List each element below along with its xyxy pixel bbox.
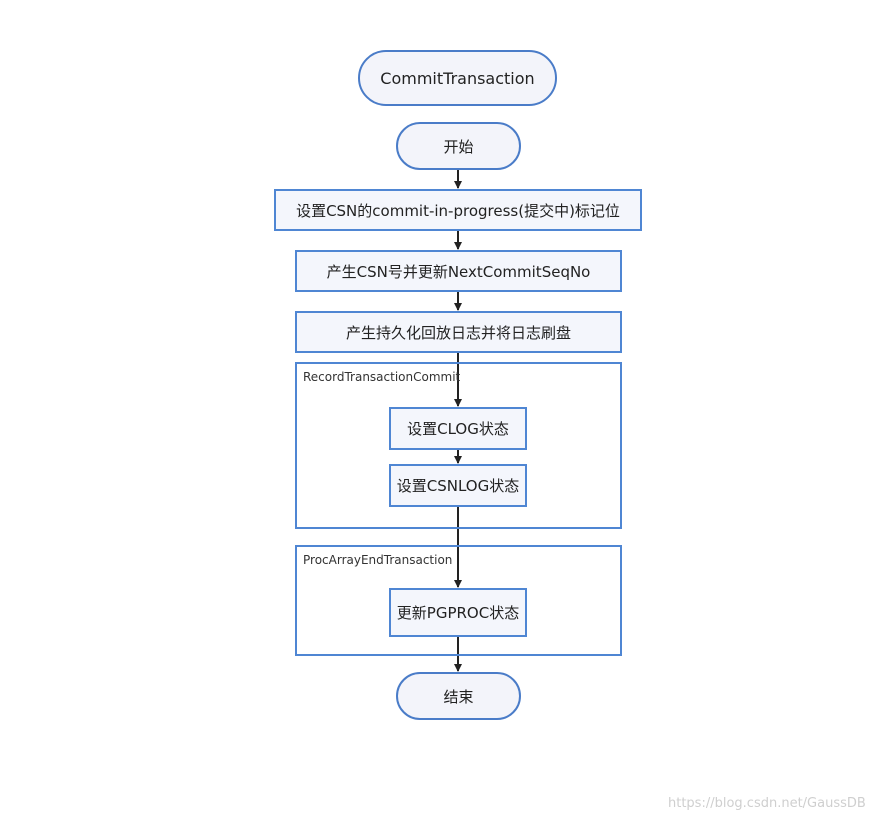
group-label-proc-array-end-transaction: ProcArrayEndTransaction xyxy=(303,553,453,567)
node-end: 结束 xyxy=(396,672,521,720)
group-record-transaction-commit: RecordTransactionCommit xyxy=(295,362,622,529)
watermark: https://blog.csdn.net/GaussDB xyxy=(668,796,866,811)
node-commit-transaction: CommitTransaction xyxy=(358,50,557,106)
node-flush-log: 产生持久化回放日志并将日志刷盘 xyxy=(295,311,622,353)
node-set-clog: 设置CLOG状态 xyxy=(389,407,527,450)
node-start: 开始 xyxy=(396,122,521,170)
node-update-pgproc: 更新PGPROC状态 xyxy=(389,588,527,637)
node-generate-csn: 产生CSN号并更新NextCommitSeqNo xyxy=(295,250,622,292)
group-label-record-transaction-commit: RecordTransactionCommit xyxy=(303,370,461,384)
group-proc-array-end-transaction: ProcArrayEndTransaction xyxy=(295,545,622,656)
node-set-csnlog: 设置CSNLOG状态 xyxy=(389,464,527,507)
node-set-commit-in-progress: 设置CSN的commit-in-progress(提交中)标记位 xyxy=(274,189,642,231)
